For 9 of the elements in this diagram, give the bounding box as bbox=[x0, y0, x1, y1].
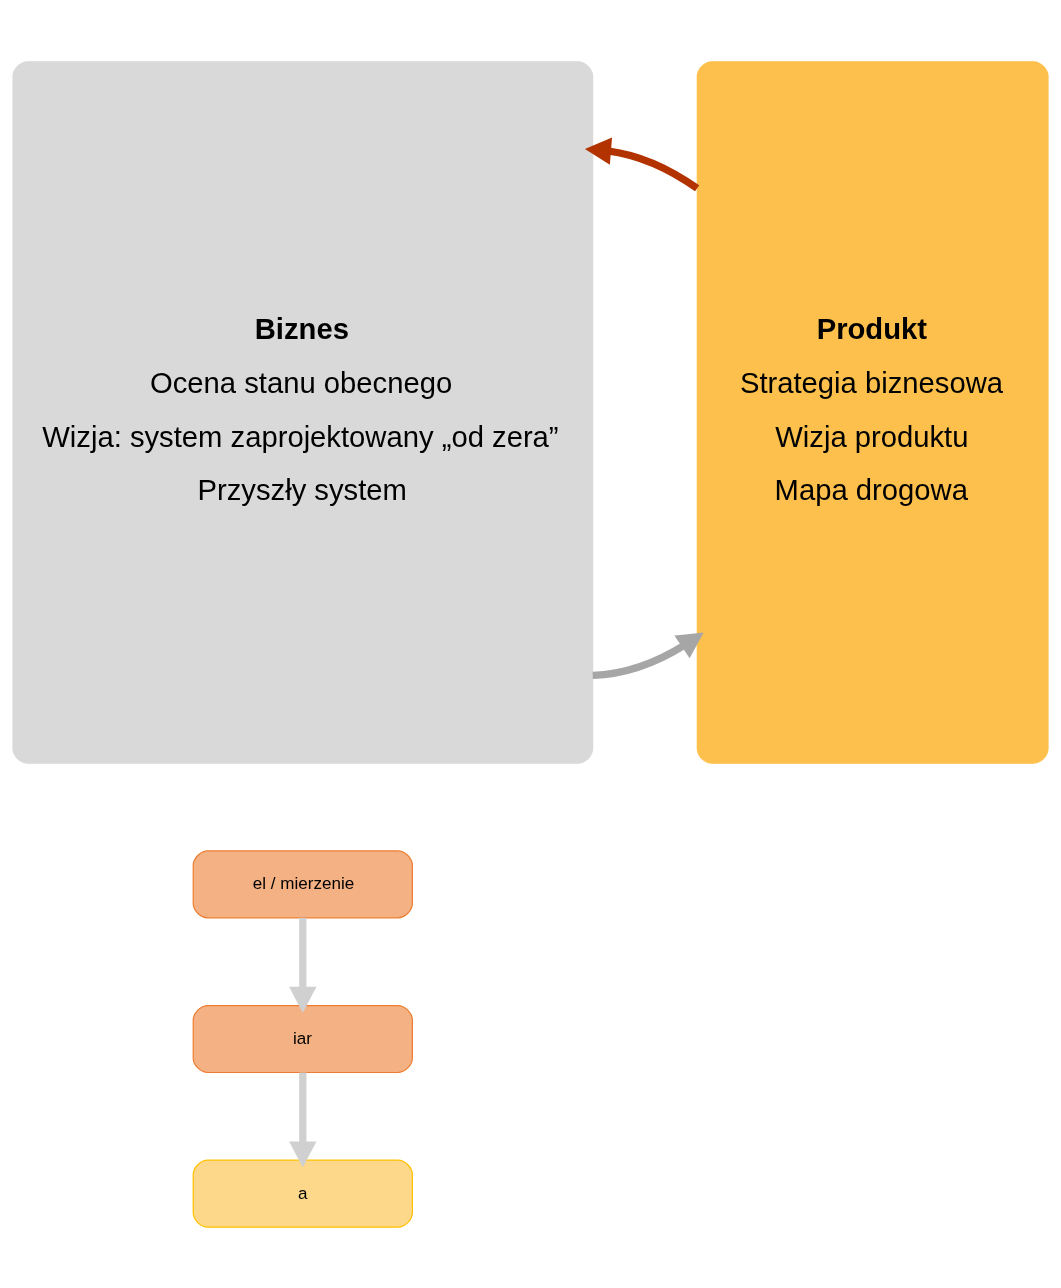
arrow bbox=[584, 136, 700, 191]
arrow bbox=[289, 1072, 317, 1168]
node-box: iar bbox=[192, 1004, 413, 1073]
node-box: a bbox=[192, 1159, 413, 1228]
node-box: Biznes Ocena stanu obecnego Wizja: system zaprojektowany „od zera” Przyszły system bbox=[12, 60, 594, 764]
arrow bbox=[592, 631, 704, 679]
node-box: Produkt Strategia biznesowa Wizja produktu Mapa drogowa bbox=[696, 60, 1049, 764]
arrow bbox=[289, 917, 317, 1013]
node-box: el / mierzenie bbox=[192, 849, 413, 918]
